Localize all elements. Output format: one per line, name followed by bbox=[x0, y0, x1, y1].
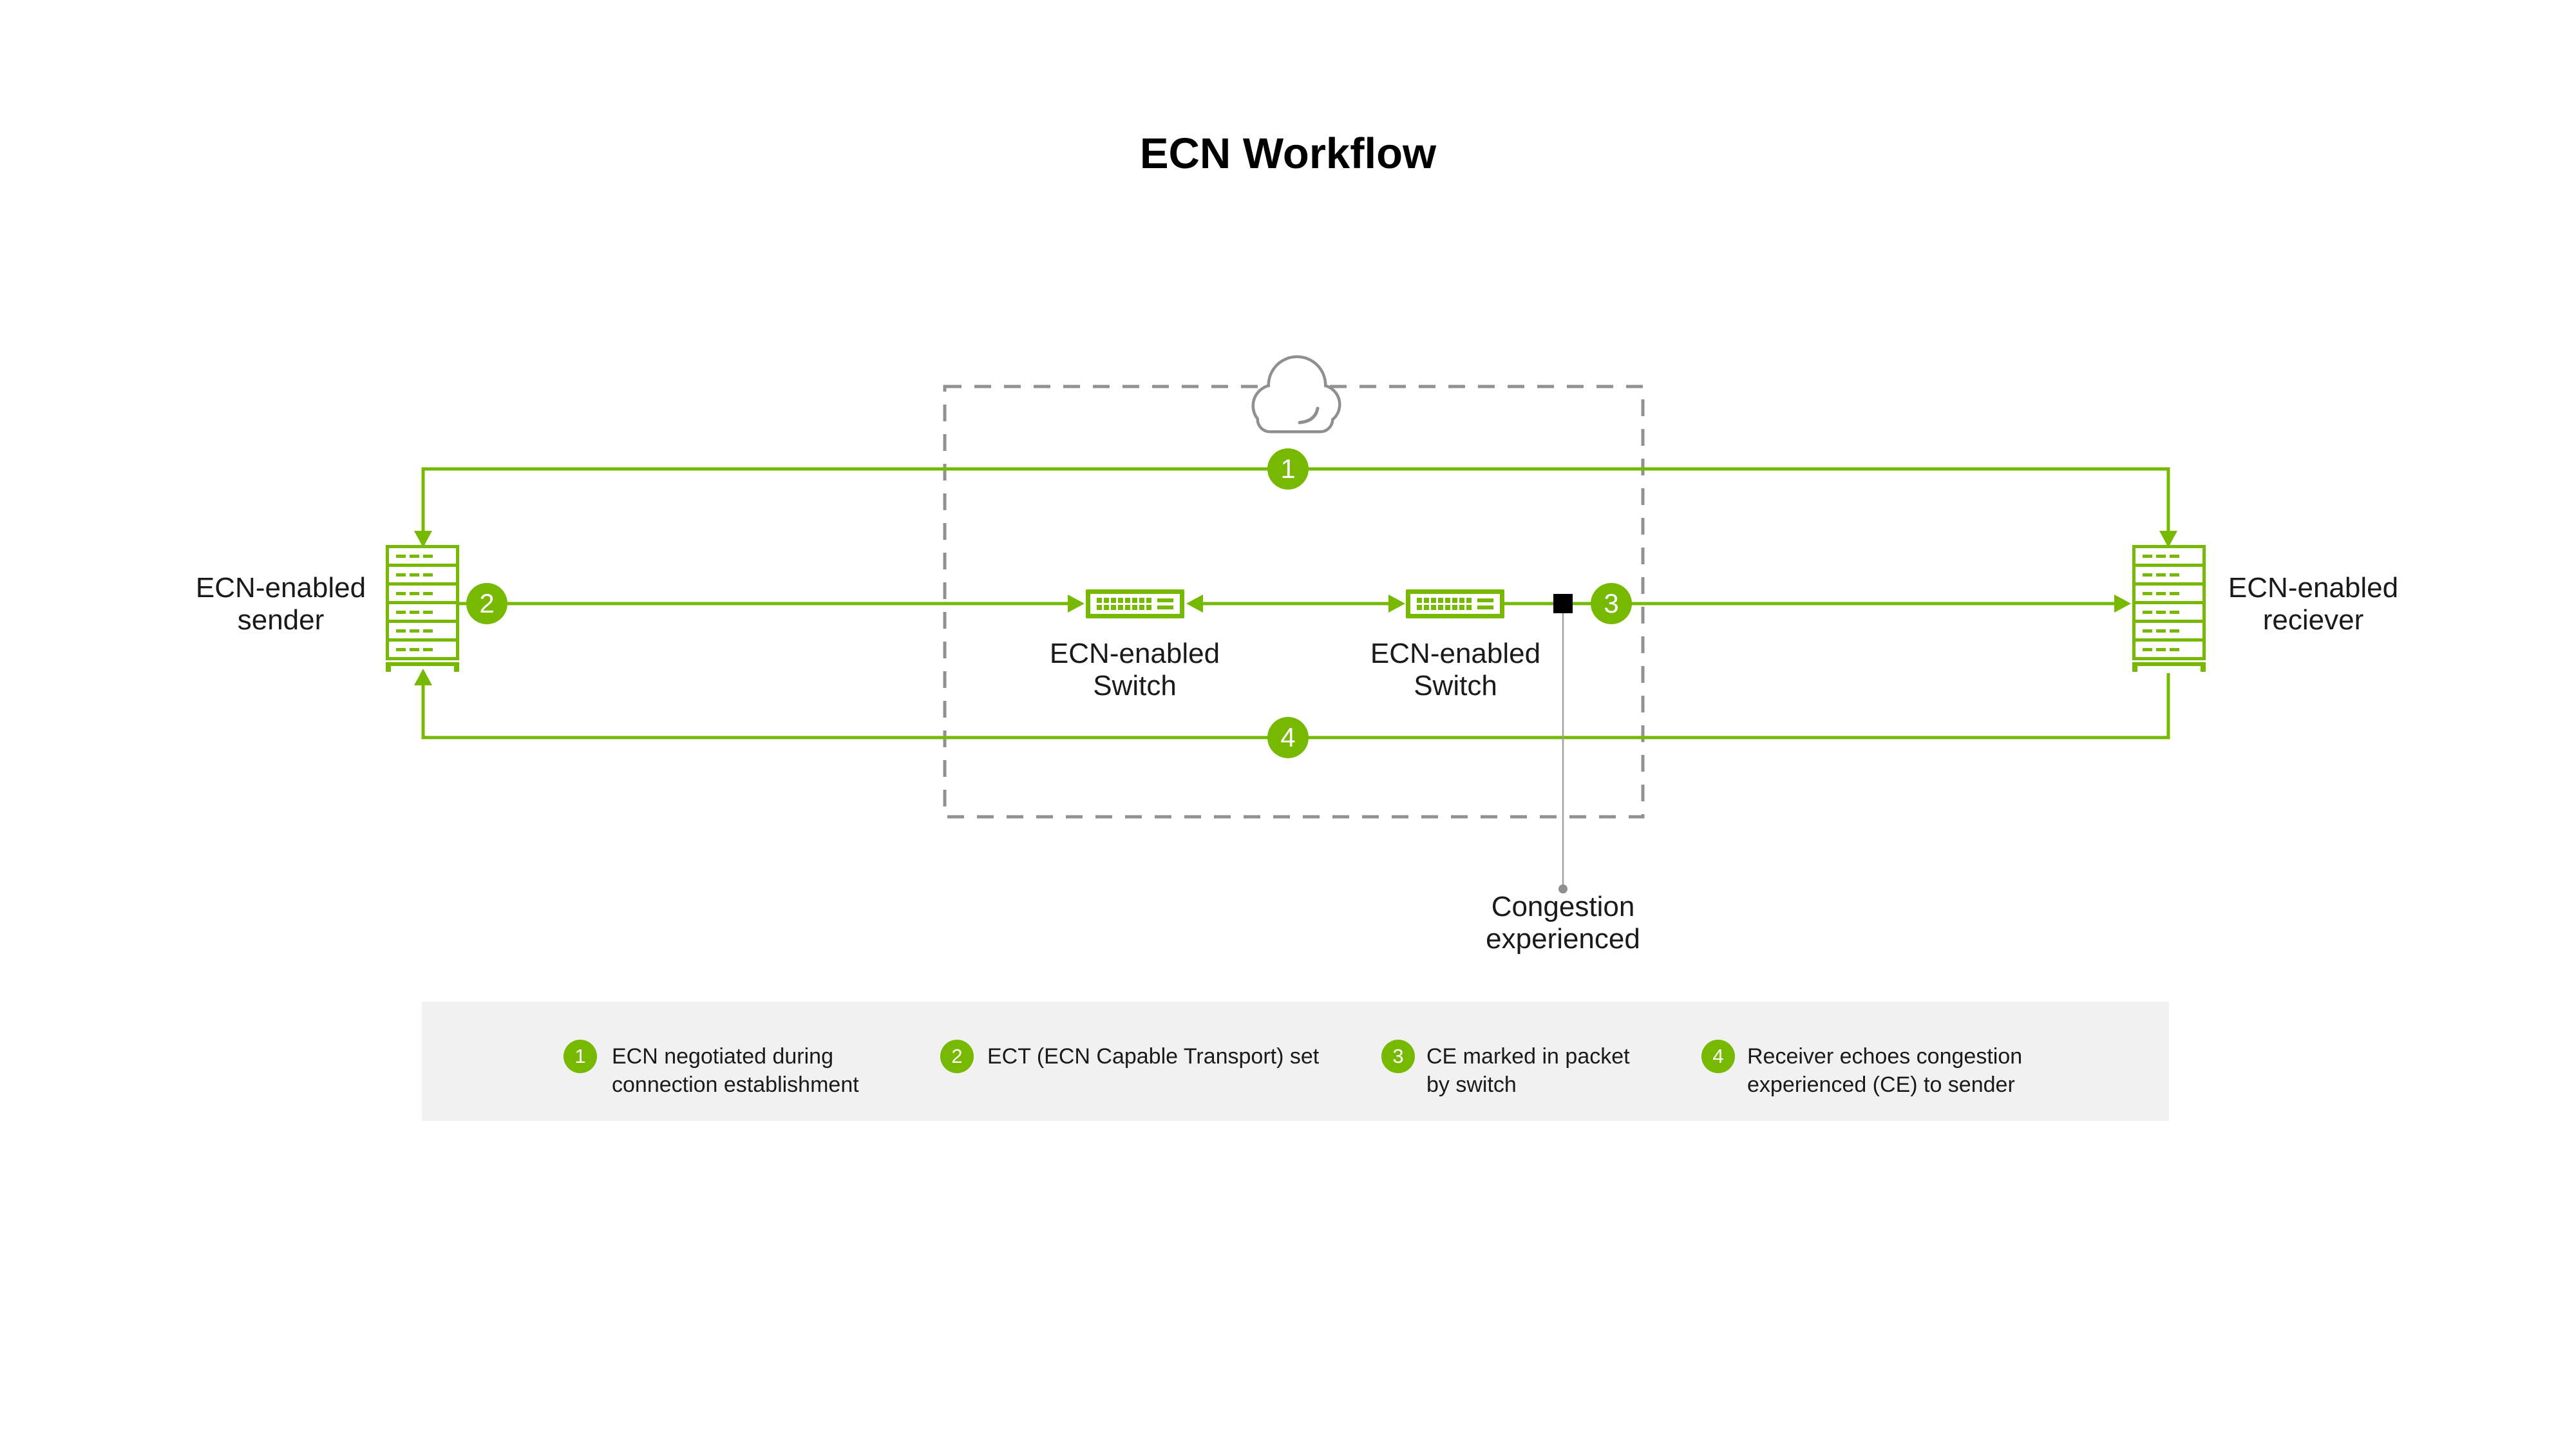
server-tray bbox=[386, 638, 459, 660]
arrowhead-down-into-sender bbox=[414, 531, 432, 548]
legend-step-3-badge: 3 bbox=[1381, 1040, 1415, 1073]
server-tray bbox=[2132, 638, 2206, 660]
receiver-server-icon bbox=[2132, 545, 2206, 672]
legend-step-4-badge: 4 bbox=[1701, 1040, 1735, 1073]
ce-marked-packet-icon bbox=[1553, 594, 1573, 613]
legend-step-2-badge: 2 bbox=[940, 1040, 974, 1073]
arrowhead-into-switch1-left bbox=[1068, 595, 1084, 613]
legend-step-3-text: CE marked in packet by switch bbox=[1426, 1044, 1630, 1097]
server-leg bbox=[454, 666, 459, 672]
legend-step-4-text: Receiver echoes congestion experienced (… bbox=[1747, 1044, 2023, 1097]
server-leg bbox=[386, 666, 391, 672]
server-base bbox=[2132, 662, 2206, 666]
arrowhead-into-switch2 bbox=[1388, 595, 1405, 613]
server-leg bbox=[2132, 666, 2137, 672]
legend-step-1-badge: 1 bbox=[564, 1040, 597, 1073]
congestion-experienced-label: Congestion experienced bbox=[1486, 891, 1640, 955]
switch1-label: ECN-enabled Switch bbox=[1049, 638, 1220, 701]
arrowhead-back-into-switch1 bbox=[1186, 595, 1203, 613]
arrowhead-up-into-sender bbox=[414, 669, 432, 685]
server-tray bbox=[386, 620, 459, 642]
switch-equals-glyph bbox=[1477, 598, 1493, 609]
server-leg bbox=[2201, 666, 2206, 672]
legend-bar: 1 ECN negotiated during connection estab… bbox=[422, 1002, 2169, 1121]
congestion-leader-dot bbox=[1558, 884, 1567, 893]
step-3-marker: 3 bbox=[1591, 583, 1632, 624]
step-1-marker: 1 bbox=[1267, 448, 1309, 490]
arrowhead-into-receiver-left bbox=[2114, 595, 2131, 613]
sender-label: ECN-enabled sender bbox=[195, 572, 366, 636]
cloud-icon bbox=[1251, 355, 1341, 434]
switch-ports bbox=[1417, 598, 1472, 610]
server-base bbox=[386, 662, 459, 666]
switch1-icon bbox=[1086, 589, 1184, 618]
legend-step-2-text: ECT (ECN Capable Transport) set bbox=[987, 1044, 1320, 1069]
switch2-icon bbox=[1406, 589, 1504, 618]
server-tray bbox=[2132, 545, 2206, 567]
flow-lines bbox=[421, 467, 2170, 739]
sender-server-icon bbox=[386, 545, 459, 672]
arrowhead-down-into-receiver bbox=[2159, 531, 2177, 548]
page-title: ECN Workflow bbox=[1139, 129, 1437, 178]
switch-equals-glyph bbox=[1157, 598, 1173, 609]
flow-arrowheads bbox=[414, 531, 2177, 685]
switch-ports bbox=[1097, 598, 1151, 610]
step-2-marker: 2 bbox=[466, 583, 507, 624]
step-4-marker: 4 bbox=[1267, 717, 1309, 758]
switch2-label: ECN-enabled Switch bbox=[1370, 638, 1541, 701]
receiver-label: ECN-enabled reciever bbox=[2228, 572, 2399, 636]
legend-step-1-text: ECN negotiated during connection establi… bbox=[612, 1044, 859, 1097]
